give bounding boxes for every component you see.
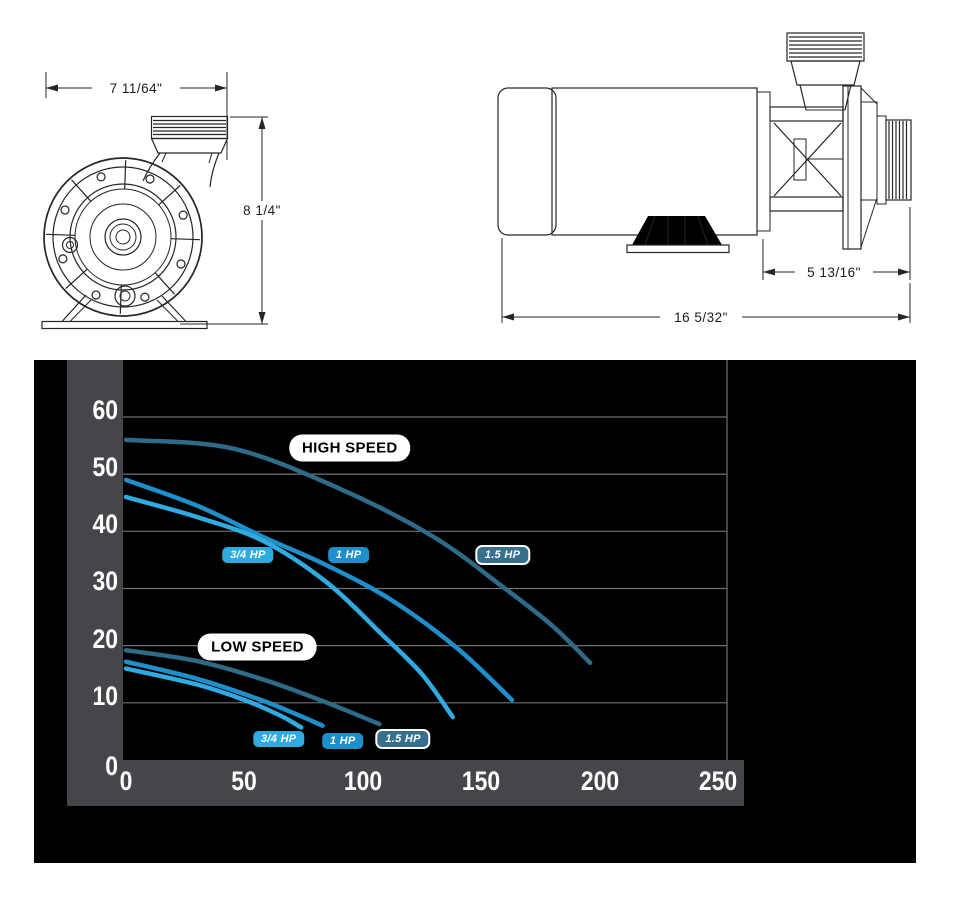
- x-tick-0: 0: [119, 766, 133, 796]
- pump-bracket: [769, 106, 844, 212]
- wet-end-dimension: 5 13/16": [762, 207, 911, 281]
- side-wet-end-dimension-label: 5 13/16": [807, 265, 861, 280]
- label-3-4-hp: 3/4 HP: [222, 547, 274, 564]
- technical-drawings: 7 11/64" 8 1/4": [41, 32, 912, 330]
- label-low-speed: LOW SPEED: [198, 633, 317, 661]
- label-high-speed: HIGH SPEED: [289, 434, 411, 462]
- bolt-holes: [58, 172, 188, 302]
- label-1.5-hp: 1.5 HP: [375, 729, 431, 750]
- y-tick-50: 50: [92, 452, 118, 483]
- x-axis-strip: [67, 760, 744, 806]
- y-tick-60: 60: [92, 394, 118, 425]
- top-union-port: [786, 32, 865, 111]
- label-1-hp: 1 HP: [327, 547, 370, 564]
- side-discharge-port: [876, 115, 912, 205]
- y-tick-30: 30: [92, 566, 118, 597]
- y-tick-40: 40: [92, 509, 118, 540]
- front-width-dimension-label: 7 11/64": [110, 81, 163, 96]
- x-tick-150: 150: [462, 766, 501, 796]
- curve-3-4-hp-low-speed: [123, 666, 304, 730]
- x-tick-250: 250: [698, 766, 738, 796]
- faceplate: [842, 85, 878, 250]
- x-tick-200: 200: [580, 766, 619, 796]
- mounting-foot: [626, 215, 730, 254]
- width-dimension: 7 11/64": [45, 72, 228, 160]
- front-height-dimension-label: 8 1/4": [243, 203, 281, 218]
- suction-port: [142, 115, 229, 188]
- y-tick-10: 10: [92, 680, 118, 711]
- y-axis-strip: [67, 360, 123, 806]
- label-1.5-hp: 1.5 HP: [474, 545, 531, 566]
- x-tick-100: 100: [343, 766, 382, 796]
- side-overall-dimension-label: 16 5/32": [674, 310, 728, 325]
- curve-1.5-hp-high-speed: [123, 437, 593, 666]
- curve-3-4-hp-high-speed: [123, 494, 456, 720]
- volute-ribs: [45, 160, 201, 314]
- motor-body: [497, 87, 771, 236]
- pump-front-view: 7 11/64" 8 1/4": [41, 72, 288, 330]
- curve-1-hp-low-speed: [123, 659, 325, 728]
- pump-side-view: 5 13/16" 16 5/32": [497, 32, 912, 326]
- volute-face: [43, 157, 203, 317]
- y-tick-0: 0: [105, 751, 118, 781]
- curve-1.5-hp-low-speed: [123, 647, 382, 727]
- height-dimension: 8 1/4": [180, 116, 288, 325]
- x-tick-50: 50: [231, 766, 258, 796]
- label-3-4-hp: 3/4 HP: [253, 731, 305, 748]
- pump-curves-plot: [123, 360, 728, 760]
- drain-plugs: [61, 236, 136, 307]
- y-tick-20: 20: [92, 623, 118, 654]
- performance-chart: 0 10 20 30 40 50 60 0 50 100 150 200 250 HIGH SPEED LO…: [34, 360, 916, 863]
- mounting-base-front: [41, 294, 208, 330]
- curve-1-hp-high-speed: [123, 477, 515, 703]
- label-1-hp: 1 HP: [321, 732, 364, 749]
- overall-length-dimension: 16 5/32": [501, 238, 911, 326]
